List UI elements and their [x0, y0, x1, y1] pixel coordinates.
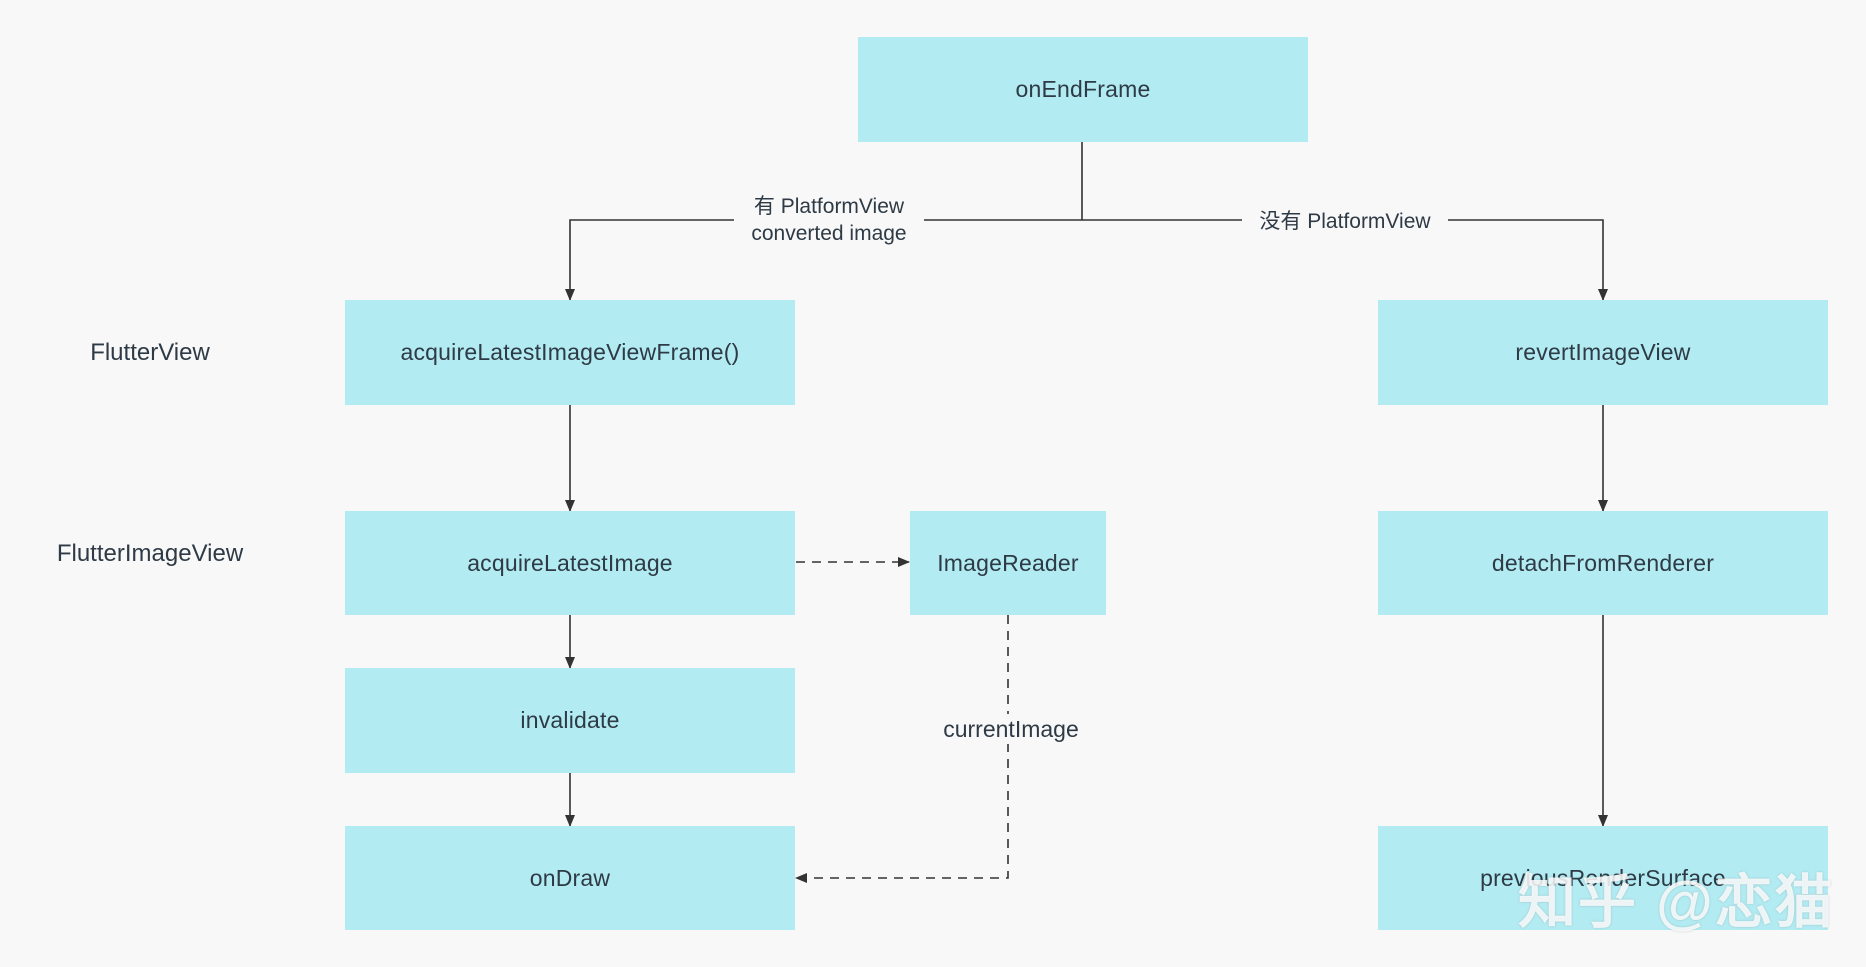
lane-label-flutterview: FlutterView	[90, 339, 210, 366]
edge-label-has-platformview-line1: 有 PlatformView	[753, 195, 905, 218]
edge-label-has-platformview: 有 PlatformView converted image	[734, 193, 924, 247]
edge-label-no-platformview: 没有 PlatformView	[1242, 208, 1448, 235]
node-revert-imageview: revertImageView	[1378, 300, 1828, 405]
edge-imagereader-to-ondraw	[795, 615, 1009, 883]
node-imagereader: ImageReader	[910, 511, 1106, 615]
node-onendframe: onEndFrame	[858, 37, 1308, 142]
node-ondraw: onDraw	[345, 826, 795, 930]
node-acquire-latest-image: acquireLatestImage	[345, 511, 795, 615]
edge-label-has-platformview-line2: converted image	[751, 222, 907, 245]
node-previous-render-surface: previousRenderSurface	[1378, 826, 1828, 930]
lane-label-flutterimageview: FlutterImageView	[56, 540, 244, 567]
node-invalidate: invalidate	[345, 668, 795, 773]
node-acquire-latest-imageview-frame: acquireLatestImageViewFrame()	[345, 300, 795, 405]
edge-label-current-image: currentImage	[925, 714, 1097, 744]
node-detach-from-renderer: detachFromRenderer	[1378, 511, 1828, 615]
watermark: 知乎 @恋猫	[1518, 870, 1835, 935]
